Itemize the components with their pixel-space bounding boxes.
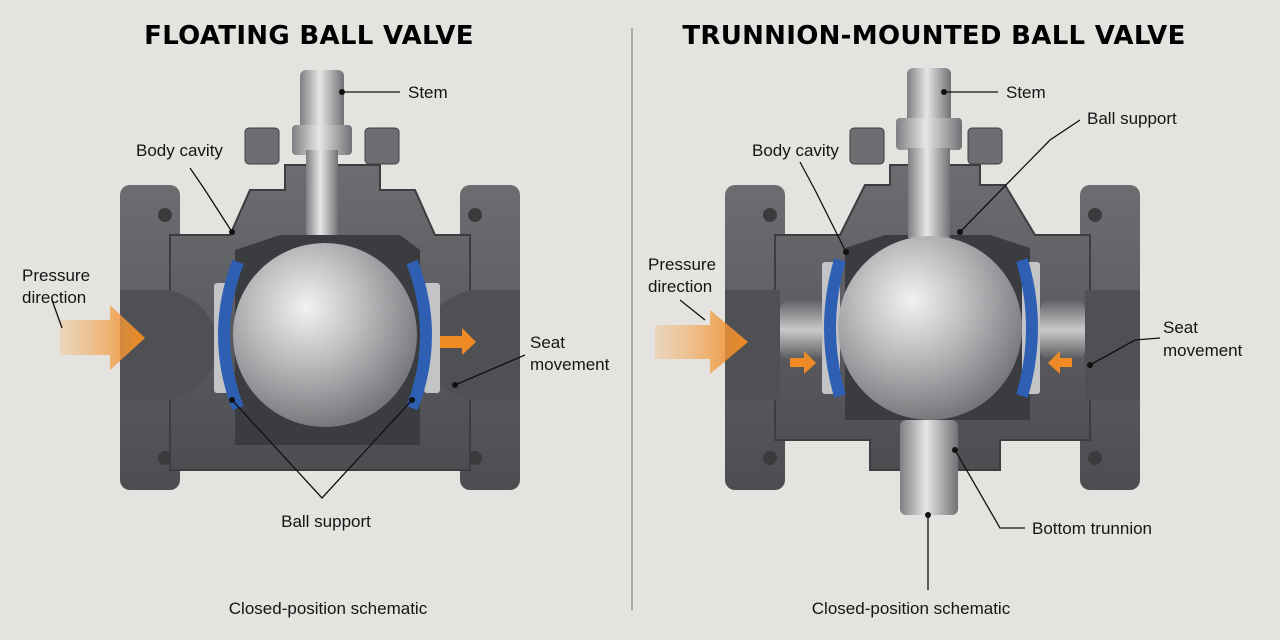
left-inlet-passage [120, 290, 215, 400]
right-outlet-passage [1085, 290, 1140, 400]
left-label-seat-2: movement [530, 355, 610, 374]
leader-dot [843, 249, 849, 255]
right-label-seat-1: Seat [1163, 318, 1198, 337]
left-bonnet-bolt [364, 127, 400, 165]
left-label-seat-1: Seat [530, 333, 565, 352]
left-label-ball-support: Ball support [281, 512, 371, 531]
left-gland [292, 125, 352, 155]
left-stem-shaft [306, 150, 338, 235]
flange-bolt-hole [763, 451, 777, 465]
right-pressure-arrow [655, 310, 748, 374]
right-title: TRUNNION-MOUNTED BALL VALVE [682, 21, 1185, 51]
left-pressure-arrow [60, 305, 145, 370]
right-bonnet-bolt [967, 127, 1003, 165]
leader-body-cavity [189, 167, 233, 233]
left-title: FLOATING BALL VALVE [144, 21, 474, 51]
leader-bottom-trunnion [954, 449, 1025, 529]
flange-bolt-hole [1088, 451, 1102, 465]
leader-dot [339, 89, 345, 95]
right-gland [896, 118, 962, 150]
leader-dot [952, 447, 958, 453]
left-label-stem: Stem [408, 83, 448, 102]
leader-dot [1087, 362, 1093, 368]
left-ball [233, 243, 417, 427]
right-caption: Closed-position schematic [812, 599, 1011, 618]
leader-dot [409, 397, 415, 403]
right-label-body-cavity: Body cavity [752, 141, 839, 160]
leader-dot [957, 229, 963, 235]
left-label-pressure-2: direction [22, 288, 86, 307]
left-label-body-cavity: Body cavity [136, 141, 223, 160]
right-seat-arrow-outlet [1048, 351, 1072, 374]
flange-bolt-hole [158, 451, 172, 465]
right-stem-top [907, 68, 951, 123]
leader-dot [925, 512, 931, 518]
leader-dot [452, 382, 458, 388]
right-label-pressure-1: Pressure [648, 255, 716, 274]
leader-dot [229, 397, 235, 403]
leader-seat [454, 354, 526, 386]
leader-pressure [679, 299, 706, 321]
right-seat-spring-inlet [780, 300, 830, 360]
right-bottom-trunnion [900, 420, 958, 515]
leader-dot [941, 89, 947, 95]
right-seat-spring-outlet [1040, 300, 1085, 360]
left-seat-seal-outlet [406, 259, 432, 411]
flange-bolt-hole [158, 208, 172, 222]
right-label-pressure-2: direction [648, 277, 712, 296]
trunnion-valve-figure [655, 68, 1140, 515]
flange-bolt-hole [468, 451, 482, 465]
flange-bolt-hole [468, 208, 482, 222]
right-seat-seal-inlet [824, 258, 846, 398]
left-seat-movement-arrow [440, 328, 476, 355]
leader-dot [229, 229, 235, 235]
left-label-pressure-1: Pressure [22, 266, 90, 285]
right-stem-shaft [908, 148, 950, 238]
right-label-stem: Stem [1006, 83, 1046, 102]
left-bonnet-bolt [244, 127, 280, 165]
leader-ball-support [959, 119, 1081, 233]
leader-seat [1089, 337, 1161, 366]
flange-bolt-hole [763, 208, 777, 222]
left-seat-seal-inlet [218, 259, 244, 411]
left-stem-top [300, 70, 344, 130]
right-label-bottom-trunnion: Bottom trunnion [1032, 519, 1152, 538]
leader-body-cavity [799, 161, 847, 253]
leader-ball-support [231, 399, 413, 499]
right-ball [838, 236, 1022, 420]
leader-pressure [51, 299, 63, 329]
right-seat-seal-outlet [1016, 258, 1038, 398]
right-label-ball-support: Ball support [1087, 109, 1177, 128]
left-caption: Closed-position schematic [229, 599, 428, 618]
flange-bolt-hole [1088, 208, 1102, 222]
right-label-seat-2: movement [1163, 341, 1243, 360]
floating-valve-figure [60, 70, 520, 490]
right-seat-arrow-inlet [790, 351, 816, 374]
right-inlet-passage [725, 290, 780, 400]
right-bonnet-bolt [849, 127, 885, 165]
